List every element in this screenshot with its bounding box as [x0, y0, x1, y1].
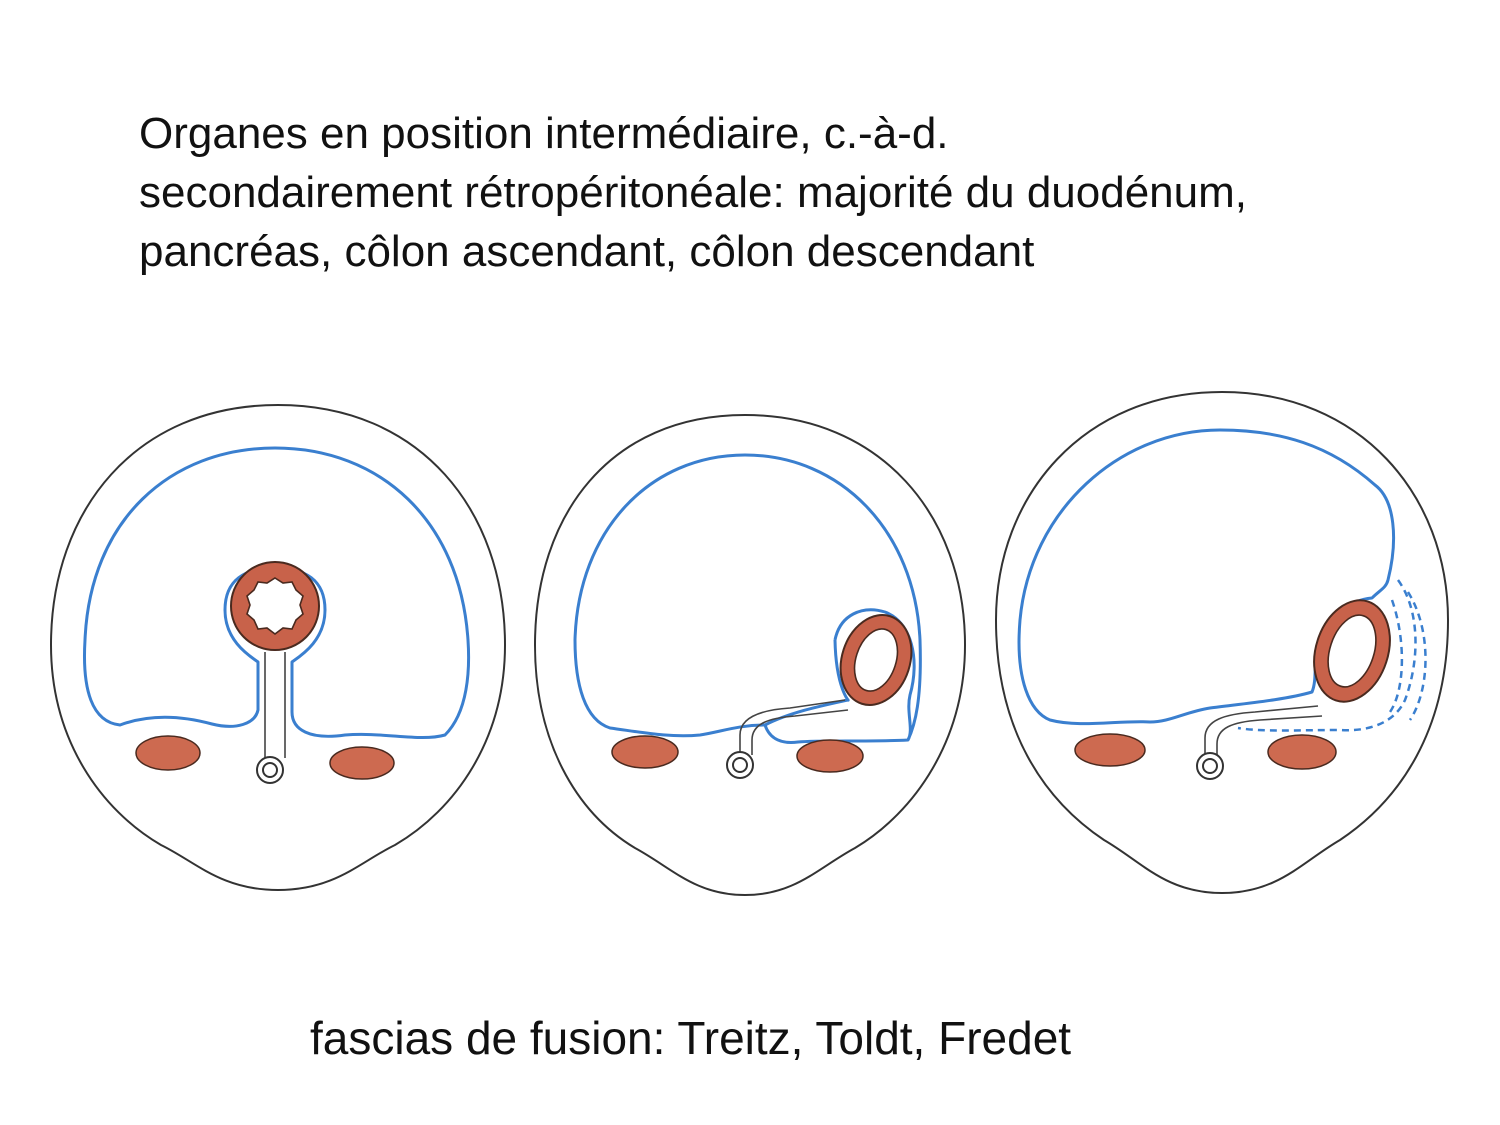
stage-1-vessel-inner	[262, 762, 278, 778]
stage-1-kidney-left	[135, 735, 201, 771]
stage-3-gut-lumen	[1327, 614, 1377, 688]
stage-1-gut-lumen	[246, 577, 304, 635]
stage-2-gut-lumen	[853, 628, 899, 692]
stage-1-peritoneum	[83, 446, 471, 740]
stage-2-cross-section	[533, 413, 967, 897]
title-line-3: pancréas, côlon ascendant, côlon descend…	[139, 227, 1035, 276]
title-line-2: secondairement rétropéritonéale: majorit…	[139, 168, 1247, 217]
stage-2-mesentery	[739, 699, 849, 755]
stage-3-fusion-fascia	[1237, 579, 1427, 732]
title-line-1: Organes en position intermédiaire, c.-à-…	[139, 109, 949, 158]
stage-2-vessel-inner	[732, 757, 748, 773]
stage-3-kidney-left	[1074, 733, 1146, 767]
stage-2-kidney-right	[796, 739, 864, 773]
stage-2-body-outline	[533, 413, 967, 897]
stage-3-body-outline	[994, 390, 1450, 895]
slide-caption: fascias de fusion: Treitz, Toldt, Fredet	[310, 1012, 1072, 1064]
stage-3-kidney-right	[1267, 734, 1337, 770]
stage-1-kidney-right	[329, 746, 395, 780]
slide-title: Organes en position intermédiaire, c.-à-…	[139, 104, 1459, 281]
stage-3-mesentery	[1204, 705, 1323, 760]
stage-2-kidney-left	[611, 735, 679, 769]
stage-3-vessel-inner	[1202, 758, 1218, 774]
stage-1-cross-section	[49, 403, 507, 892]
stage-3-cross-section	[994, 390, 1450, 895]
